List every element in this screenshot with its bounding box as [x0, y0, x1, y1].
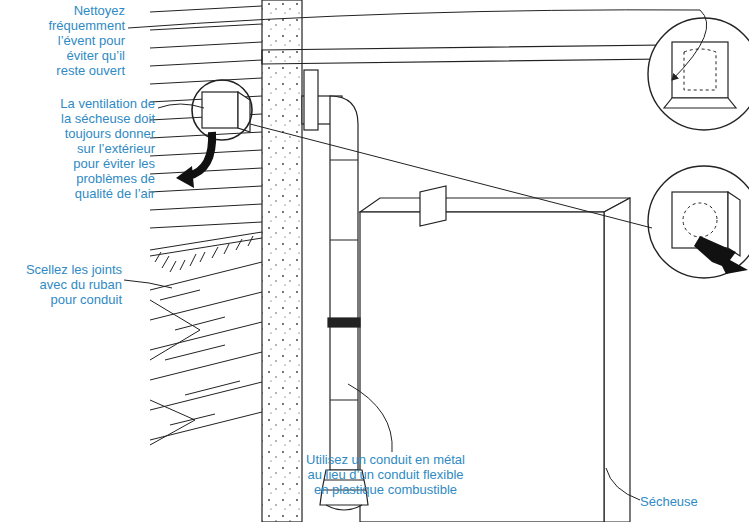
vent-hood: [176, 80, 252, 188]
callout-label: La ventilation de la sécheuse doit toujo…: [51, 96, 155, 201]
foundation-wall: [262, 0, 302, 522]
vent-detail-closed: [648, 18, 749, 130]
siding: [150, 6, 262, 228]
callout-label: Sécheuse: [640, 494, 730, 509]
leader-lines: [124, 10, 707, 500]
metal-duct: [302, 70, 368, 510]
callout-label: Nettoyez fréquemment l’évent pour éviter…: [40, 3, 125, 78]
ground-hatching: [150, 232, 262, 445]
vent-detail-open: [648, 166, 749, 278]
callout-label: Scellez les joints avec du ruban pour co…: [18, 262, 122, 307]
callout-label: Utilisez un conduit en métal au lieu d’u…: [303, 452, 468, 497]
